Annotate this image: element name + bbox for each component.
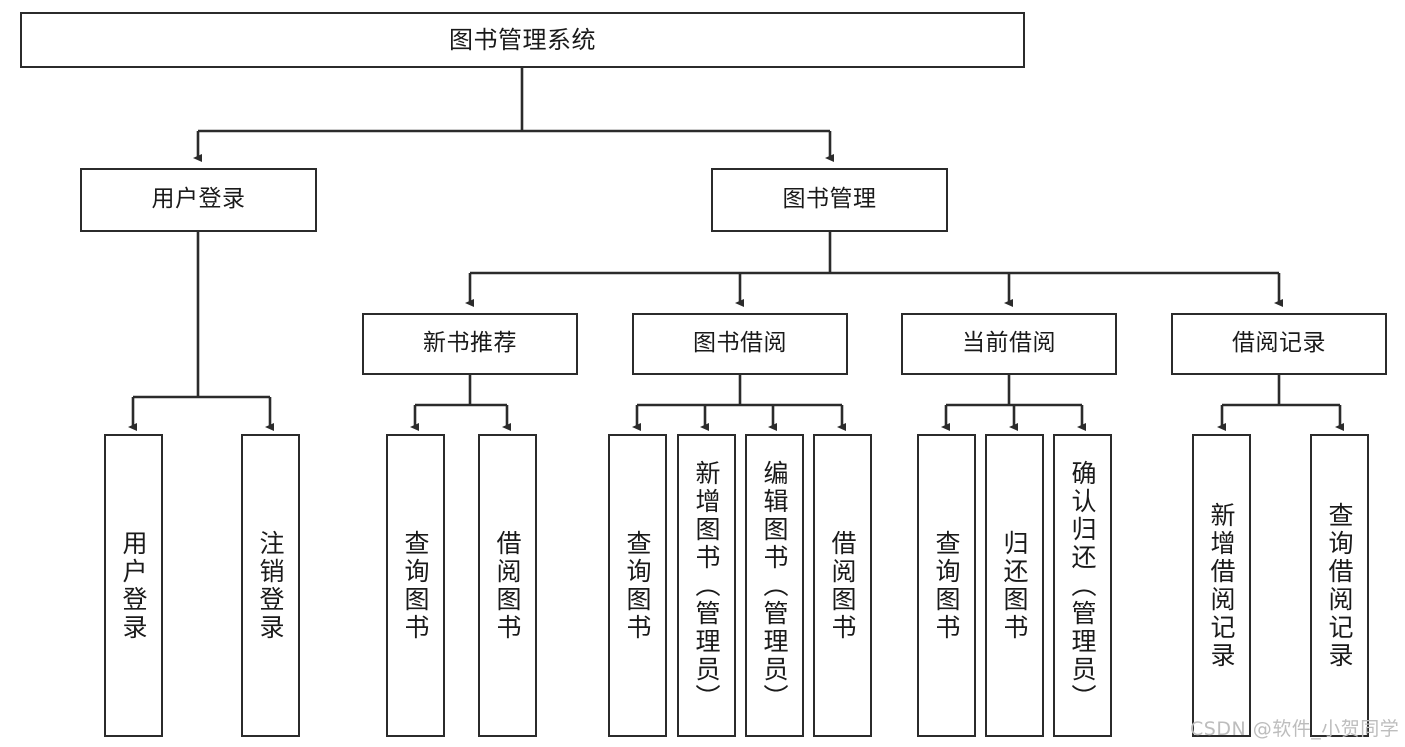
node-leaf-logout[interactable]: 注销登录 <box>241 434 300 737</box>
node-book-borrow-label: 图书借阅 <box>693 330 787 357</box>
node-current-borrow-label: 当前借阅 <box>962 330 1056 357</box>
node-user-login[interactable]: 用户登录 <box>80 168 317 232</box>
node-book-manage-label: 图书管理 <box>782 186 877 213</box>
node-leaf-borrow-book-2[interactable]: 借阅图书 <box>813 434 872 737</box>
node-leaf-query-record[interactable]: 查询借阅记录 <box>1310 434 1369 737</box>
node-leaf-return-book-label: 归还图书 <box>1000 529 1029 642</box>
node-leaf-query-record-label: 查询借阅记录 <box>1325 501 1354 670</box>
node-borrow-record-label: 借阅记录 <box>1232 330 1326 357</box>
node-book-manage[interactable]: 图书管理 <box>711 168 948 232</box>
node-book-borrow[interactable]: 图书借阅 <box>632 313 848 375</box>
node-leaf-edit-book-label: 编辑图书（管理员） <box>760 459 789 712</box>
node-leaf-add-record[interactable]: 新增借阅记录 <box>1192 434 1251 737</box>
node-current-borrow[interactable]: 当前借阅 <box>901 313 1117 375</box>
node-user-login-label: 用户登录 <box>151 186 246 213</box>
node-leaf-query-book-2[interactable]: 查询图书 <box>608 434 667 737</box>
node-root[interactable]: 图书管理系统 <box>20 12 1025 68</box>
node-leaf-add-book-label: 新增图书（管理员） <box>692 459 721 712</box>
node-leaf-confirm-return[interactable]: 确认归还（管理员） <box>1053 434 1112 737</box>
node-leaf-add-record-label: 新增借阅记录 <box>1207 501 1236 670</box>
node-leaf-query-book-1[interactable]: 查询图书 <box>386 434 445 737</box>
node-leaf-add-book[interactable]: 新增图书（管理员） <box>677 434 736 737</box>
node-new-book-recommend[interactable]: 新书推荐 <box>362 313 578 375</box>
node-leaf-return-book[interactable]: 归还图书 <box>985 434 1044 737</box>
node-leaf-query-book-3-label: 查询图书 <box>932 529 961 642</box>
node-leaf-user-login[interactable]: 用户登录 <box>104 434 163 737</box>
node-new-book-recommend-label: 新书推荐 <box>423 330 517 357</box>
node-leaf-query-book-3[interactable]: 查询图书 <box>917 434 976 737</box>
node-leaf-borrow-book-2-label: 借阅图书 <box>828 529 857 642</box>
node-leaf-logout-label: 注销登录 <box>256 529 285 642</box>
node-root-label: 图书管理系统 <box>449 25 596 54</box>
node-leaf-query-book-2-label: 查询图书 <box>623 529 652 642</box>
node-leaf-query-book-1-label: 查询图书 <box>401 529 430 642</box>
node-leaf-borrow-book-1-label: 借阅图书 <box>493 529 522 642</box>
node-leaf-user-login-label: 用户登录 <box>119 529 148 642</box>
node-borrow-record[interactable]: 借阅记录 <box>1171 313 1387 375</box>
node-leaf-edit-book[interactable]: 编辑图书（管理员） <box>745 434 804 737</box>
node-leaf-confirm-return-label: 确认归还（管理员） <box>1068 459 1097 712</box>
node-leaf-borrow-book-1[interactable]: 借阅图书 <box>478 434 537 737</box>
